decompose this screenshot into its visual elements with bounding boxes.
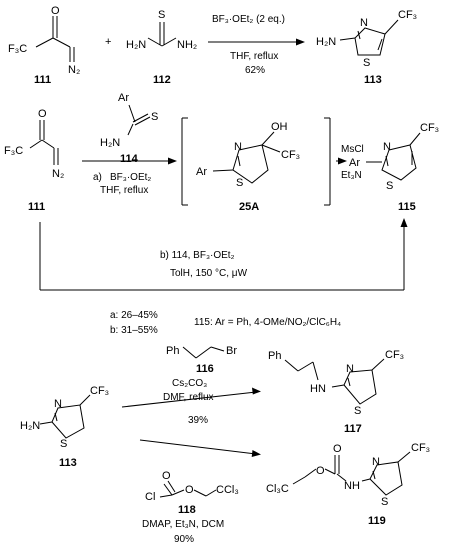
compound-number: 111 <box>34 74 51 86</box>
condition-b-conditions: TolH, 150 °C, μW <box>170 268 248 279</box>
yield-summary: a: 26–45% b: 31–55% 115: Ar = Ph, 4-OMe/… <box>110 310 341 336</box>
compound-113-row1: N S CF₃ H₂N 113 <box>316 9 417 86</box>
reaction-arrow-row1: BF₃·OEt₂ (2 eq.) THF, reflux 62% <box>208 14 305 76</box>
cf3-label: CF₃ <box>385 349 404 361</box>
nh-label: NH <box>344 480 360 492</box>
compound-number: 113 <box>364 74 382 86</box>
hn-label: HN <box>310 383 326 395</box>
s-label: S <box>354 405 361 417</box>
reaction-arrow-row2b: MsCl Et₃N <box>336 144 364 181</box>
f3c-label: F₃C <box>4 145 23 157</box>
oxygen-label: O <box>51 5 60 17</box>
conditions-text: DMAP, Et₃N, DCM <box>142 519 224 530</box>
br-label: Br <box>226 345 237 357</box>
ph-label: Ph <box>166 345 179 357</box>
s-label: S <box>236 177 243 189</box>
compound-116: Ph Br 116 <box>166 345 237 375</box>
cf3-label: CF₃ <box>411 442 430 454</box>
n-label: N <box>383 141 391 153</box>
base-text: Cs₂CO₃ <box>172 378 207 389</box>
s-label: S <box>386 180 393 192</box>
compound-number: 111 <box>28 201 45 213</box>
n-label: N <box>346 363 354 375</box>
yield-b: b: 31–55% <box>110 325 158 336</box>
h2n-label: H₂N <box>20 420 40 432</box>
compound-number: 25A <box>239 201 259 213</box>
yield-text: 90% <box>174 534 194 545</box>
direct-route-arrow: b) 114, BF₃·OEt₂ TolH, 150 °C, μW <box>39 218 408 291</box>
f3c-label: F₃C <box>8 43 27 55</box>
compound-112: S H₂N NH₂ 112 <box>126 9 197 86</box>
ccl3-label: CCl₃ <box>216 484 239 496</box>
compound-number: 119 <box>368 515 386 527</box>
compound-119: Cl₃C O O NH N S CF₃ 119 <box>266 442 430 527</box>
h2n-label: H₂N <box>100 137 120 149</box>
plus-sign: + <box>105 36 111 48</box>
yield-text: 62% <box>245 65 265 76</box>
n-label: N <box>54 398 62 410</box>
s-label: S <box>381 496 388 508</box>
cf3-label: CF₃ <box>420 122 439 134</box>
yield-a: a: 26–45% <box>110 310 158 321</box>
compound-number: 116 <box>196 363 214 375</box>
o-carbonyl-label: O <box>162 470 171 482</box>
cl3c-label: Cl₃C <box>266 483 289 495</box>
compound-number: 113 <box>59 457 77 469</box>
compound-111-row2: F₃C O N₂ 111 <box>4 108 64 213</box>
nh2-label: NH₂ <box>177 39 197 51</box>
n-label: N <box>234 141 242 153</box>
s-label: S <box>60 438 67 450</box>
ar-label: Ar <box>196 166 207 178</box>
s-label: S <box>151 111 158 123</box>
n-label: N <box>372 456 380 468</box>
reaction-arrow-row3-upper: Cs₂CO₃ DMF, reflux 39% <box>121 378 261 426</box>
ph-label: Ph <box>268 350 281 362</box>
n-label: N <box>360 17 368 29</box>
reaction-arrow-row2a: a) BF₃·OEt₂ THF, reflux <box>82 157 177 196</box>
condition-a-reagent: BF₃·OEt₂ <box>110 172 151 183</box>
cf3-label: CF₃ <box>90 385 109 397</box>
condition-a-solvent: THF, reflux <box>100 185 148 196</box>
o-carbonyl-label: O <box>333 443 342 455</box>
condition-b-reagent: b) 114, BF₃·OEt₂ <box>160 250 235 261</box>
compound-number: 115 <box>398 201 416 213</box>
solvent-text: THF, reflux <box>230 51 278 62</box>
reaction-arrow-row3-lower: DMAP, Et₃N, DCM 90% <box>139 439 261 545</box>
compound-114: Ar S H₂N 114 <box>100 92 158 165</box>
yield-text: 39% <box>188 415 208 426</box>
h2n-label: H₂N <box>126 39 146 51</box>
solvent-text: DMF, reflux <box>163 392 214 403</box>
n2-label: N₂ <box>52 168 64 180</box>
compound-111-row1: F₃C O N₂ 111 <box>8 5 80 86</box>
o-ester-label: O <box>185 484 194 496</box>
condition-a-label: a) <box>93 172 102 183</box>
compound-number: 112 <box>153 74 171 86</box>
n2-label: N₂ <box>68 64 80 76</box>
compound-115: N S CF₃ Ar 115 <box>349 122 439 213</box>
product-scope: 115: Ar = Ph, 4-OMe/NO₂/ClC₆H₄ <box>194 317 341 328</box>
ar-label: Ar <box>349 157 360 169</box>
cf3-label: CF₃ <box>281 149 300 161</box>
compound-number: 118 <box>178 504 196 516</box>
sulfur-label: S <box>158 9 165 21</box>
ar-label: Ar <box>118 92 129 104</box>
reagent-text: BF₃·OEt₂ (2 eq.) <box>212 14 285 25</box>
h2n-label: H₂N <box>316 36 336 48</box>
cl-label: Cl <box>145 491 155 503</box>
oh-label: OH <box>271 121 288 133</box>
oxygen-label: O <box>38 108 47 120</box>
cf3-label: CF₃ <box>398 9 417 21</box>
mscl-text: MsCl <box>341 144 364 155</box>
et3n-text: Et₃N <box>341 170 362 181</box>
s-label: S <box>363 57 370 69</box>
o-ester-label: O <box>316 465 325 477</box>
compound-number: 114 <box>120 153 139 165</box>
intermediate-25A: OH CF₃ N S Ar 25A <box>181 117 331 213</box>
compound-113-row3: CF₃ N S H₂N 113 <box>20 385 109 469</box>
compound-118: O Cl O CCl₃ 118 <box>145 470 239 516</box>
compound-117: Ph HN N S CF₃ 117 <box>268 349 404 435</box>
compound-number: 117 <box>344 423 362 435</box>
